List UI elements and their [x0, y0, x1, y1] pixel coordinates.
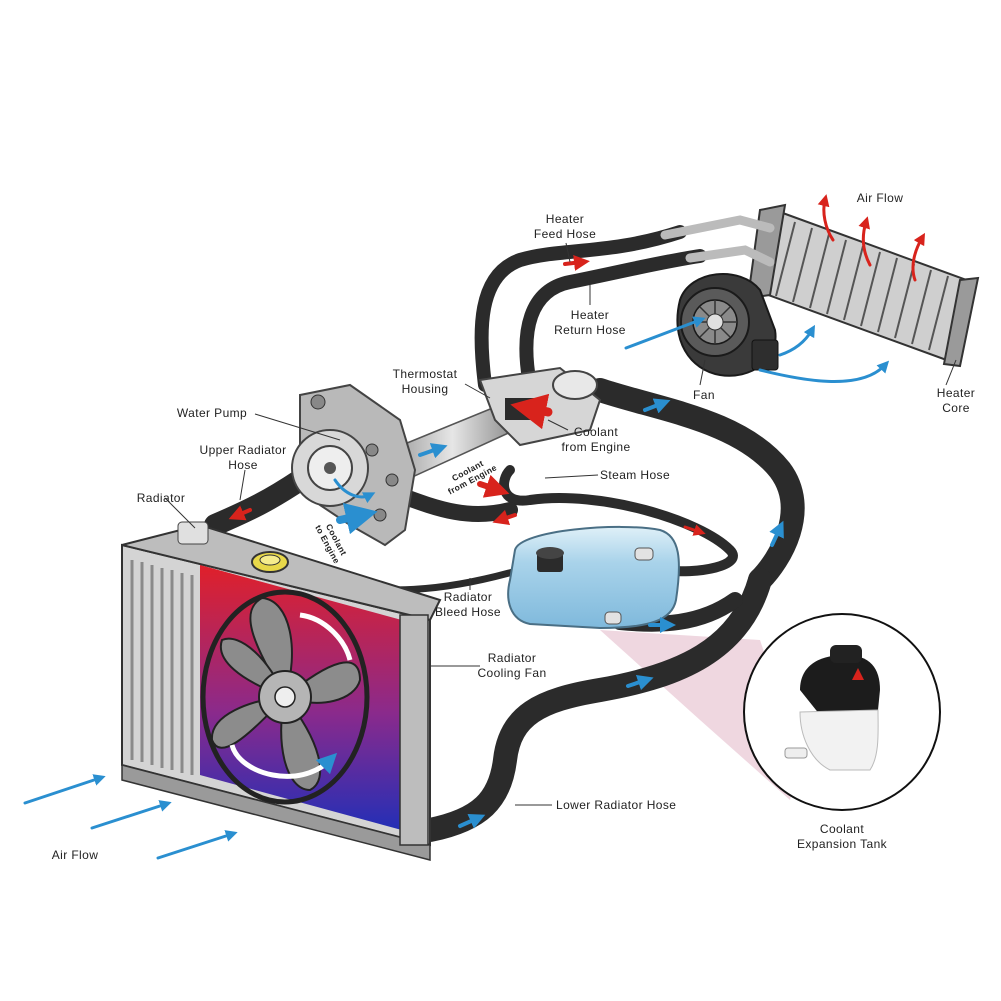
air-flow-arrow [92, 804, 166, 828]
label-line: Heater [540, 308, 640, 323]
radiator-cooling-fan-label: Radiator Cooling Fan [462, 651, 562, 681]
thermostat-housing-label: Thermostat Housing [380, 367, 470, 397]
expansion-tank-inset [744, 614, 940, 810]
hot-coolant-arrow [528, 408, 548, 412]
heater-feed-hose-label: Heater Feed Hose [520, 212, 610, 242]
coolant-from-engine-label: Coolant from Engine [548, 425, 644, 455]
label-line: Hose [188, 458, 298, 473]
label-line: Thermostat [380, 367, 470, 382]
label-line: Coolant [782, 822, 902, 837]
coolant-arrow [340, 515, 362, 520]
label-line: Core [926, 401, 986, 416]
label-line: Return Hose [540, 323, 640, 338]
heater-core-label: Heater Core [926, 386, 986, 416]
label-line: Heater [926, 386, 986, 401]
label-line: Radiator [420, 590, 516, 605]
air-flow-bottom-label: Air Flow [40, 848, 110, 863]
coolant-expansion-tank-label: Coolant Expansion Tank [782, 822, 902, 852]
steam-hose-label: Steam Hose [600, 468, 670, 483]
label-line: Bleed Hose [420, 605, 516, 620]
upper-radiator-hose-label: Upper Radiator Hose [188, 443, 298, 473]
coolant-to-engine-hose [400, 495, 510, 514]
expansion-tank [508, 527, 679, 628]
label-line: Coolant [548, 425, 644, 440]
lower-radiator-hose-label: Lower Radiator Hose [556, 798, 676, 813]
label-line: Cooling Fan [462, 666, 562, 681]
air-flow-arrow [760, 365, 885, 381]
heater-return-hose-label: Heater Return Hose [540, 308, 640, 338]
fan-label: Fan [684, 388, 724, 403]
label-line: Radiator [462, 651, 562, 666]
hot-coolant-arrow [480, 484, 498, 490]
upper-radiator-hose [215, 480, 300, 525]
air-flow-arrow [780, 330, 812, 355]
label-line: Feed Hose [520, 227, 610, 242]
label-line: Upper Radiator [188, 443, 298, 458]
label-line: Heater [520, 212, 610, 227]
air-flow-arrow [158, 834, 232, 858]
label-line: Expansion Tank [782, 837, 902, 852]
water-pump-label: Water Pump [164, 406, 260, 421]
radiator-bleed-hose-label: Radiator Bleed Hose [420, 590, 516, 620]
label-line: from Engine [548, 440, 644, 455]
hot-coolant-arrow [565, 262, 582, 264]
radiator-label: Radiator [125, 491, 197, 506]
air-flow-arrow [25, 778, 100, 803]
label-line: Housing [380, 382, 470, 397]
air-flow-top-label: Air Flow [840, 191, 920, 206]
